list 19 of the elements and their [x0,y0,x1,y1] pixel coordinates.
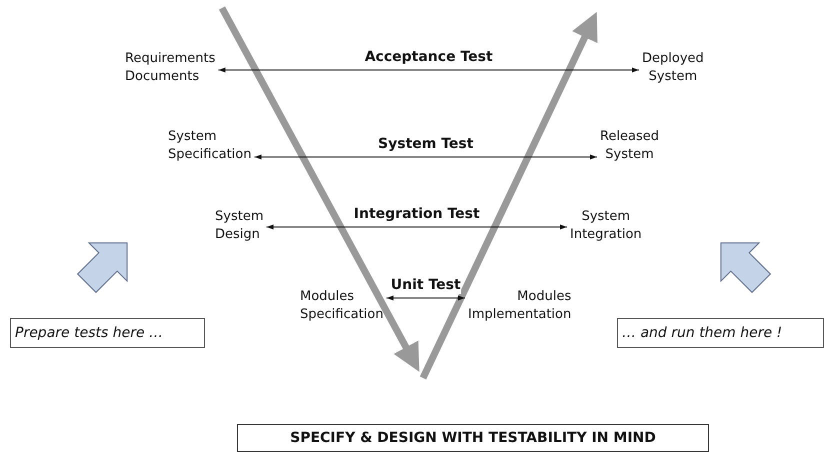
phase-label: System Integration [570,208,642,244]
double-arrow [218,68,640,72]
note-box: … and run them here ! [617,318,824,348]
phase-label: System Specification [168,128,252,164]
phase-label: Modules Implementation [468,288,572,324]
note-box: Prepare tests here … [10,318,205,348]
phase-label: Modules Specification [300,288,384,324]
banner: SPECIFY & DESIGN WITH TESTABILITY IN MIND [237,424,709,452]
double-arrow [266,224,568,230]
edge-label: System Test [378,135,474,153]
edge-label: Acceptance Test [364,48,493,66]
edge-label: Unit Test [390,276,461,294]
phase-label: System Design [215,208,264,244]
double-arrow [254,154,598,160]
phase-label: Released System [600,128,660,164]
edge-label: Integration Test [354,205,480,223]
phase-label: Requirements Documents [125,50,216,86]
phase-label: Deployed System [642,50,704,86]
double-arrow [386,296,466,300]
